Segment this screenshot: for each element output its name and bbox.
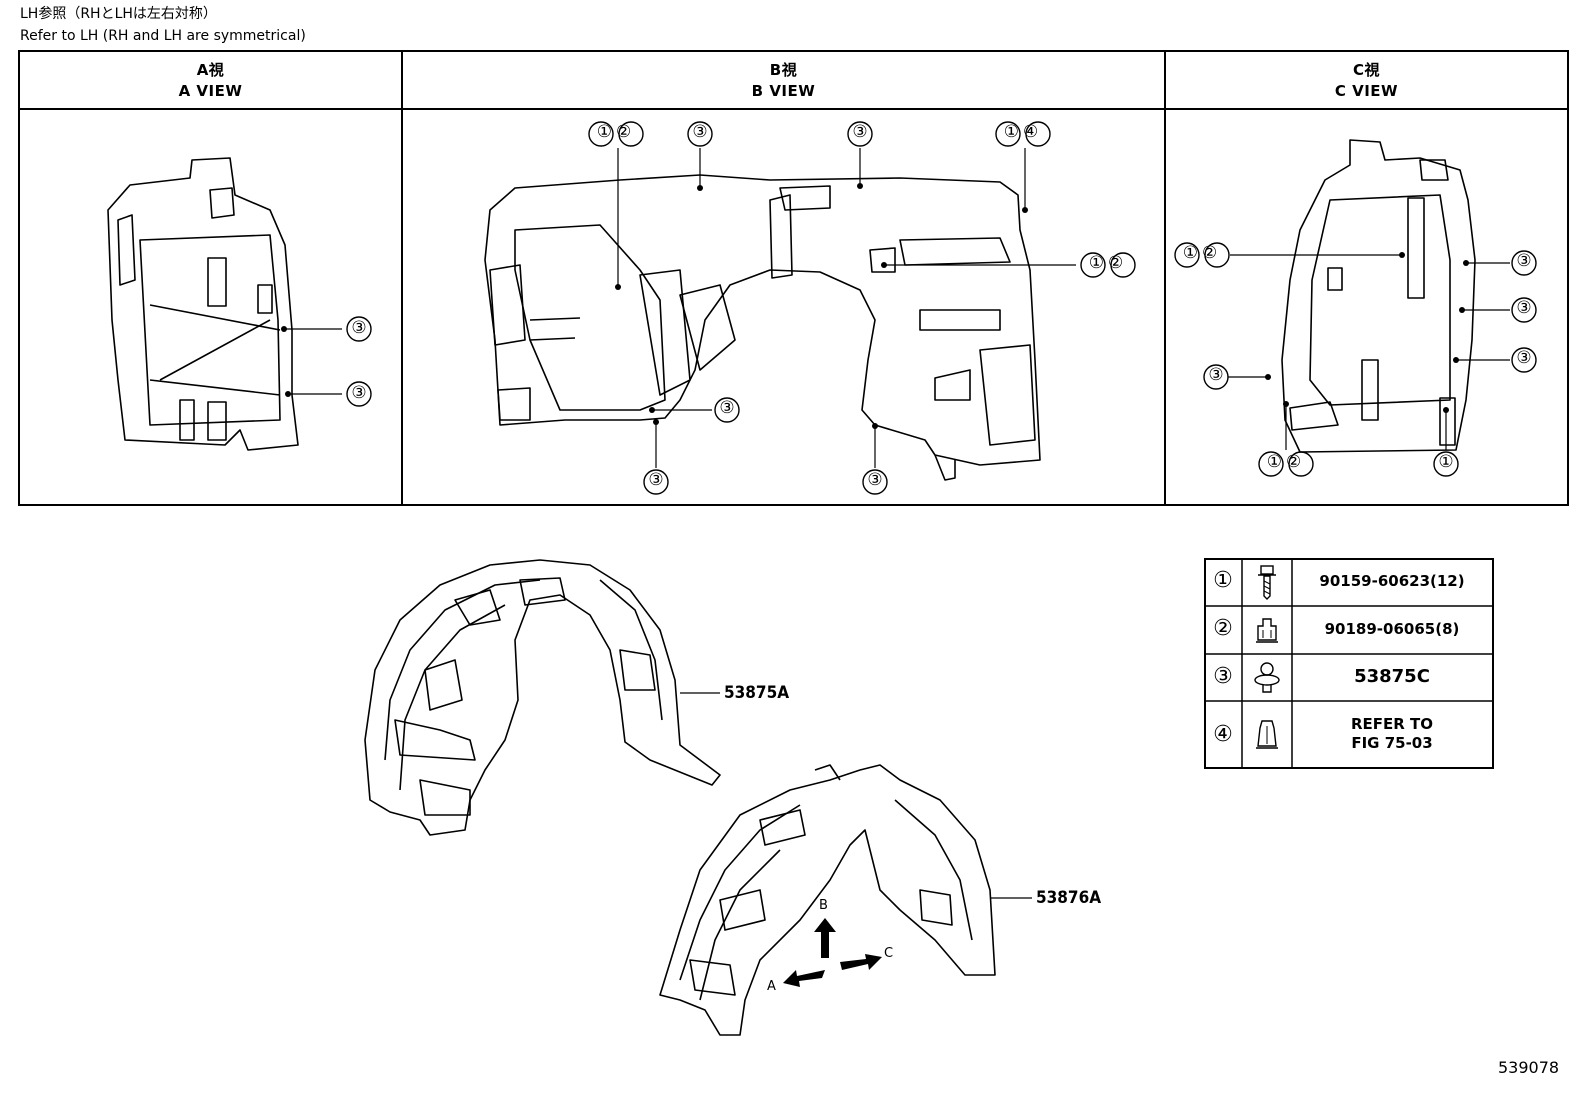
- c-callout-4: ③: [1516, 348, 1532, 368]
- b-callout-8: ③: [867, 470, 883, 490]
- a-callout-1: ③: [351, 318, 367, 338]
- b-callout-3: ③: [852, 122, 868, 142]
- c-view-title-en: C VIEW: [1334, 82, 1399, 100]
- part-number-53876a: 53876A: [1036, 888, 1102, 908]
- header-japanese: LH参照（RHとLHは左右対称）: [20, 6, 217, 22]
- c-callout-5: ③: [1208, 365, 1224, 385]
- arrow-label-a: A: [767, 979, 776, 994]
- clip-icon: [1254, 662, 1280, 693]
- part-number-53875a: 53875A: [724, 683, 790, 703]
- b-view-title-en: B VIEW: [751, 82, 816, 100]
- fastener-legend: ① 90159-60623(12) ② 90189-06065(8) ③ 538…: [1204, 558, 1494, 769]
- c-callout-2: ③: [1516, 251, 1532, 271]
- b-callout-2: ③: [692, 122, 708, 142]
- c-callout-3: ③: [1516, 298, 1532, 318]
- a-callout-2: ③: [351, 383, 367, 403]
- bolt-icon: [1258, 565, 1276, 600]
- c-view-title: C視 C VIEW: [1165, 60, 1568, 102]
- b-callout-6: ③: [719, 398, 735, 418]
- direction-arrows: [783, 918, 882, 987]
- c-callout-7: ①: [1438, 452, 1454, 472]
- legend-text-1: 90159-60623(12): [1319, 572, 1465, 590]
- arrow-label-b: B: [819, 898, 828, 913]
- fender-liner-53876a: [659, 764, 996, 1036]
- a-view-title: A視 A VIEW: [19, 60, 402, 102]
- legend-num-2: ②: [1213, 616, 1233, 641]
- b-callout-5: ①②: [1088, 253, 1128, 273]
- b-callout-7: ③: [648, 470, 664, 490]
- figure-id: 539078: [1498, 1058, 1560, 1077]
- legend-grid: [1204, 558, 1494, 769]
- b-view-title: B視 B VIEW: [402, 60, 1165, 102]
- legend-num-4: ④: [1213, 722, 1233, 747]
- b-callout-1: ①②: [596, 122, 636, 142]
- c-view-title-jp: C視: [1352, 61, 1380, 79]
- c-callout-1: ①②: [1182, 243, 1222, 263]
- legend-num-1: ①: [1213, 568, 1233, 593]
- header-english: Refer to LH (RH and LH are symmetrical): [20, 28, 306, 44]
- nut-icon: [1256, 618, 1278, 643]
- retainer-icon: [1256, 720, 1278, 749]
- a-view-title-jp: A視: [196, 61, 225, 79]
- fender-liner-53875a: [364, 559, 721, 836]
- legend-text-4: REFER TO FIG 75-03: [1350, 715, 1434, 752]
- legend-num-3: ③: [1213, 664, 1233, 689]
- legend-text-2: 90189-06065(8): [1324, 620, 1460, 638]
- legend-text-3: 53875C: [1354, 666, 1430, 687]
- b-view-title-jp: B視: [769, 61, 798, 79]
- arrow-label-c: C: [884, 946, 894, 961]
- c-callout-6: ①②: [1266, 452, 1306, 472]
- a-view-title-en: A VIEW: [178, 82, 243, 100]
- b-callout-4: ①④: [1003, 122, 1043, 142]
